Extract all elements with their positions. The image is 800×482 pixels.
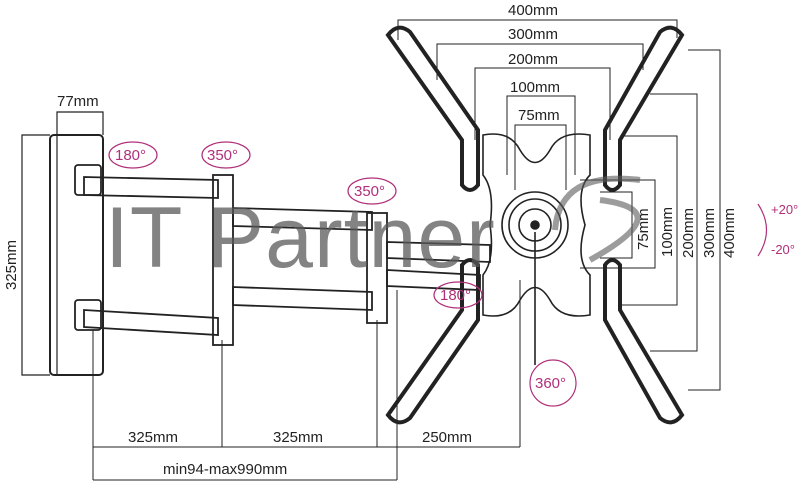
- vesa-v-300: 300mm: [701, 207, 718, 258]
- vesa-v-100: 100mm: [659, 206, 676, 257]
- extension-label: min94-max990mm: [163, 461, 288, 478]
- vesa-v-400: 400mm: [721, 207, 738, 258]
- vesa-h-100: 100mm: [510, 79, 561, 96]
- vesa-h-200: 200mm: [508, 51, 559, 68]
- arm1-length-label: 325mm: [128, 429, 179, 446]
- arm-1: [74, 164, 234, 346]
- mount-head: [385, 25, 685, 425]
- vesa-h-300: 300mm: [508, 26, 559, 43]
- extension-dims: [92, 280, 521, 481]
- rotation-arc-180-head: [433, 281, 483, 309]
- rotation-arc-180-wall: [108, 141, 158, 169]
- vesa-horizontal-dims: [397, 19, 678, 190]
- plate-height-label: 325mm: [3, 239, 20, 290]
- rotation-elbow-1: 350°: [207, 147, 239, 164]
- vesa-h-400: 400mm: [508, 2, 559, 19]
- plate-width-label: 77mm: [57, 93, 99, 110]
- tilt-up-label: +20°: [771, 202, 799, 217]
- tilt-down-label: -20°: [771, 242, 795, 257]
- rotation-head-360: 360°: [535, 375, 567, 392]
- arm2-length-label: 325mm: [273, 429, 324, 446]
- rotation-arc-360: [529, 359, 577, 407]
- wall-plate: [49, 134, 104, 376]
- vesa-v-75: 75mm: [635, 208, 652, 250]
- vesa-h-75: 75mm: [518, 107, 560, 124]
- rotation-wall-pivot: 180°: [115, 147, 147, 164]
- watermark: IT Partner: [105, 190, 496, 286]
- rotation-elbow-2: 350°: [354, 183, 386, 200]
- rotation-arc-350-2: [347, 177, 397, 205]
- rotation-head-pivot: 180°: [440, 287, 472, 304]
- tilt-arc: [757, 203, 768, 257]
- vesa-v-200: 200mm: [680, 207, 697, 258]
- rotation-arc-350-1: [201, 141, 251, 169]
- watermark-swoosh: [552, 175, 641, 263]
- arm3-length-label: 250mm: [422, 429, 473, 446]
- plate-height-dim: [21, 134, 50, 376]
- plate-width-dim: [56, 111, 104, 135]
